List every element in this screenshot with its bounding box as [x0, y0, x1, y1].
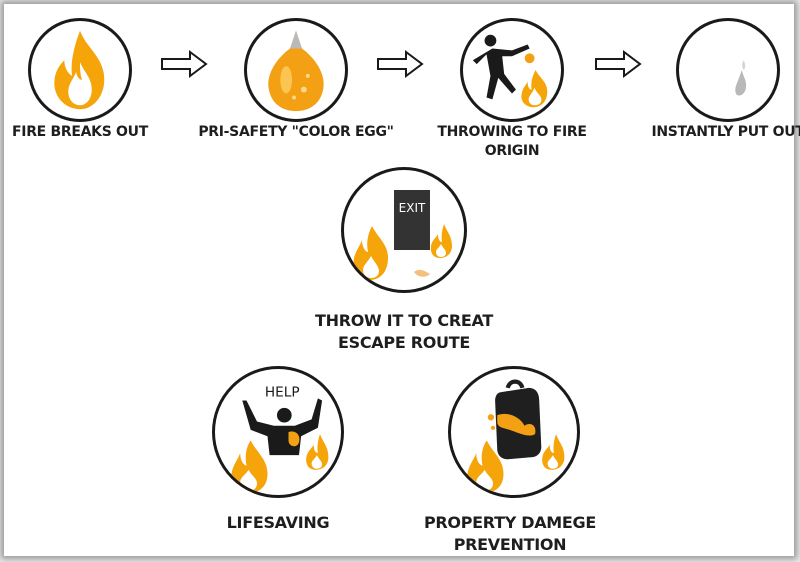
- use-property-label: PROPERTY DAMEGE PREVENTION: [423, 513, 597, 554]
- step-egg-label: PRI-SAFETY "COLOR EGG": [198, 124, 394, 140]
- fire-icon: [54, 30, 105, 110]
- use-escape-circle: EXIT: [341, 167, 467, 293]
- step-fire-circle: [28, 18, 132, 122]
- arrow-right-icon: [160, 50, 208, 78]
- thrower-icon: [472, 34, 548, 108]
- use-property-circle: [448, 366, 580, 498]
- use-lifesaving-label: LIFESAVING: [226, 513, 330, 532]
- use-escape-label: THROW IT TO CREAT ESCAPE ROUTE: [315, 311, 493, 352]
- step-throw-circle: [460, 18, 564, 122]
- step-putout-label: INSTANTLY PUT OUT: [651, 124, 800, 140]
- exit-sign-icon: EXIT: [353, 190, 452, 280]
- backpack-icon: [467, 379, 565, 493]
- arrow-right-icon: [376, 50, 424, 78]
- use-lifesaving-circle: HELP: [212, 366, 344, 498]
- step-putout-circle: [676, 18, 780, 122]
- color-egg-icon: [268, 30, 324, 112]
- exit-sign-text: EXIT: [399, 201, 426, 215]
- diagram-frame: FIRE BREAKS OUT PRI-SAFETY "COLOR EGG" T…: [4, 4, 800, 556]
- step-throw-label: THROWING TO FIRE ORIGIN: [437, 124, 587, 159]
- help-sign-text: HELP: [265, 384, 300, 400]
- arrow-right-icon: [594, 50, 642, 78]
- person-help-icon: HELP: [231, 384, 329, 493]
- smoke-icon: [735, 60, 747, 96]
- step-egg-circle: [244, 18, 348, 122]
- step-fire-label: FIRE BREAKS OUT: [12, 124, 148, 140]
